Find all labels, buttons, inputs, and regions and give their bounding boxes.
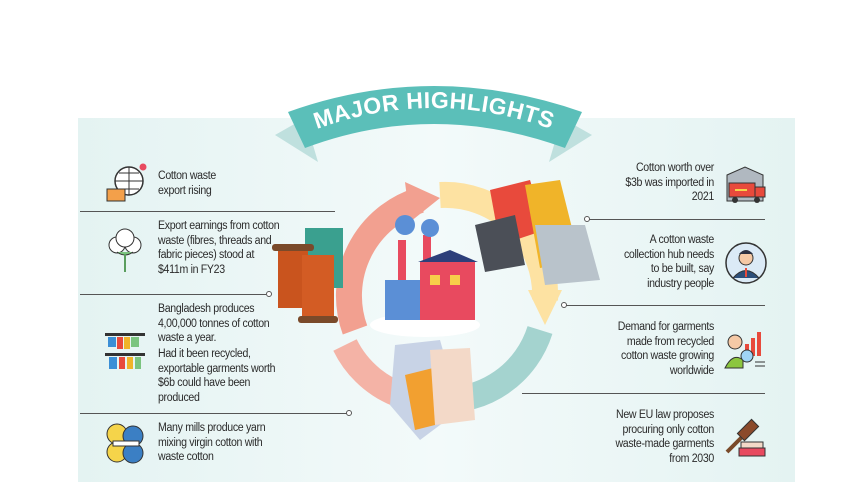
right-item-4-text: New EU law proposes procuring only cotto…: [615, 409, 714, 465]
divider-dot: [561, 302, 567, 308]
factory-illustration: [370, 215, 480, 337]
left-item-2-text: Export earnings from cotton waste (fibre…: [158, 220, 280, 276]
divider: [80, 211, 335, 212]
right-item-1-text: Cotton worth over $3b was imported in 20…: [625, 162, 714, 203]
title-banner: MAJOR HIGHLIGHTS: [275, 86, 592, 162]
divider-dot: [346, 410, 352, 416]
garments-illustration: [390, 340, 475, 440]
right-item-2-text: A cotton waste collection hub needs to b…: [623, 234, 714, 290]
divider: [80, 294, 266, 295]
divider-dot: [584, 216, 590, 222]
left-item-3-text2: Had it been recycled, exportable garment…: [158, 348, 276, 404]
divider: [566, 305, 765, 306]
left-item-4-text: Many mills produce yarn mixing virgin co…: [158, 422, 266, 463]
clothes-pile-illustration: [475, 180, 600, 285]
arrow-red: [335, 187, 425, 335]
thread-spools-illustration: [272, 228, 343, 323]
divider: [80, 413, 350, 414]
right-item-3-text: Demand for garments made from recycled c…: [617, 321, 715, 377]
divider-dot: [266, 291, 272, 297]
divider: [522, 393, 765, 394]
left-item-3-text: Bangladesh produces 4,00,000 tonnes of c…: [158, 303, 270, 344]
divider: [589, 219, 765, 220]
left-item-1-text: Cotton waste export rising: [158, 170, 216, 197]
